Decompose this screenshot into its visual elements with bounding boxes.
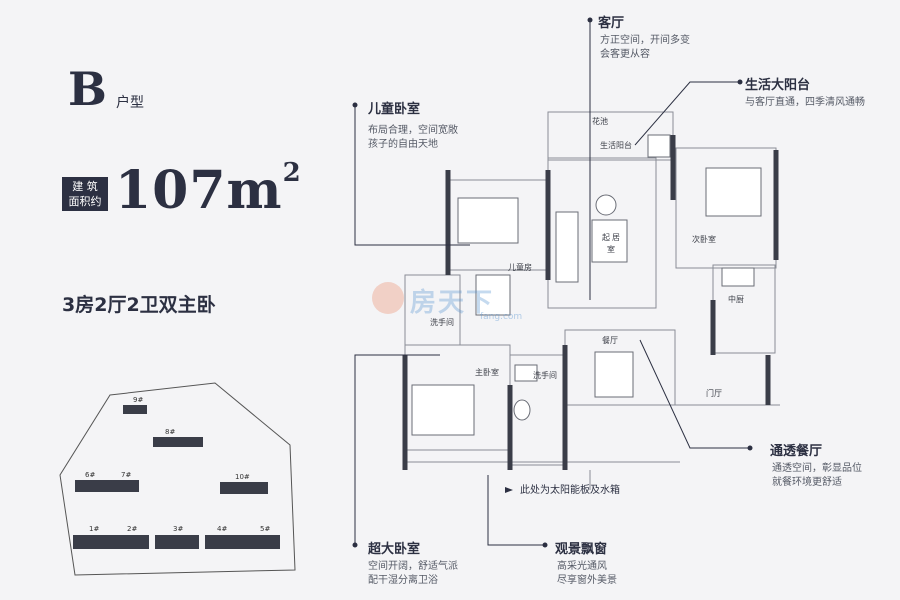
callout-balcony-desc1: 与客厅直通，四季清风通畅 [745, 97, 865, 108]
room-label-kitchen: 中厨 [728, 295, 744, 304]
bed-icon [457, 197, 519, 244]
leader-dot [747, 445, 753, 451]
building-number: 9# [133, 396, 143, 404]
building-block [117, 535, 149, 549]
room-label-entrance: 门厅 [706, 389, 722, 398]
leader-dot [352, 102, 358, 108]
building-number: 3# [173, 525, 183, 533]
building-block [123, 405, 147, 414]
callout-bay-desc1: 高采光通风 [557, 561, 607, 572]
minimap-buildings [73, 405, 280, 549]
building-number: 8# [165, 428, 175, 436]
solar-panel-note: 此处为太阳能板及水箱 [520, 485, 620, 496]
building-number: 4# [217, 525, 227, 533]
room-label-second-bedroom: 次卧室 [692, 235, 716, 244]
leader-dot [587, 17, 593, 23]
dining-leader [639, 339, 750, 449]
bed-icon [411, 384, 475, 436]
building-number: 1# [89, 525, 99, 533]
room-label-washroom-1: 洗手间 [430, 318, 454, 327]
kids-leader [354, 105, 470, 246]
master-leader [354, 354, 440, 545]
room-label-living-1: 起 [602, 233, 610, 242]
washer-icon [647, 134, 671, 158]
building-number: 2# [127, 525, 137, 533]
room-label-dining: 餐厅 [602, 336, 618, 345]
callout-dining-desc1: 通透空间，彰显品位 [772, 463, 862, 474]
callout-master-title: 超大卧室 [368, 542, 421, 557]
site-boundary [59, 382, 296, 576]
building-block [73, 535, 121, 549]
callout-kids-title: 儿童卧室 [368, 102, 421, 117]
bay-leader [487, 475, 545, 546]
leader-dot [737, 79, 743, 85]
area-number: 107m [115, 160, 283, 221]
leader-dot [542, 542, 548, 548]
stairs-icon [475, 274, 511, 316]
room-label-kids: 儿童房 [508, 263, 532, 272]
building-number: 5# [260, 525, 270, 533]
coffee-table-icon [591, 219, 628, 263]
sofa-icon [555, 211, 579, 283]
room-label-flower: 花池 [592, 117, 608, 126]
callout-living-desc2: 会客更从容 [600, 49, 650, 60]
building-number: 10# [235, 473, 250, 481]
callout-kids-desc2: 孩子的自由天地 [368, 139, 438, 150]
room-label-living-3: 室 [607, 245, 615, 254]
room-label-master: 主卧室 [475, 368, 499, 377]
building-block [220, 482, 268, 494]
unit-type-letter: B [68, 62, 107, 116]
callout-balcony-title: 生活大阳台 [745, 78, 811, 93]
building-block [250, 535, 280, 549]
sink-icon [514, 364, 538, 382]
arrow-icon [505, 487, 513, 493]
callout-dining-desc2: 就餐环境更舒适 [772, 477, 842, 488]
building-block [75, 480, 117, 492]
building-block [155, 535, 199, 549]
watermark-logo [372, 282, 404, 314]
watermark-subtext: fang.com [480, 312, 523, 322]
callout-master-desc2: 配干湿分离卫浴 [368, 575, 438, 586]
area-label-line1: 建 筑 [72, 180, 98, 193]
bed-icon [705, 167, 762, 217]
building-block [205, 535, 253, 549]
unit-type-suffix: 户型 [116, 95, 144, 111]
callout-living-title: 客厅 [598, 16, 625, 31]
callout-kids-desc1: 布局合理，空间宽敞 [368, 125, 458, 136]
area-label-box: 建 筑 面积约 [62, 177, 108, 211]
leader-dot [352, 542, 358, 548]
callout-master-desc1: 空间开阔，舒适气派 [368, 561, 458, 572]
room-label-living-2: 居 [612, 233, 620, 242]
toilet-icon [513, 399, 531, 421]
stove-icon [721, 267, 755, 287]
area-value: 107m2 [115, 158, 302, 221]
building-block [153, 437, 203, 447]
building-number: 7# [121, 471, 131, 479]
dining-table-icon [594, 351, 634, 398]
callout-bay-title: 观景飘窗 [555, 542, 608, 557]
watermark-text: 房天下 [410, 288, 495, 318]
building-number: 6# [85, 471, 95, 479]
chair-icon [595, 194, 617, 216]
callout-living-desc1: 方正空间，开间多变 [600, 35, 690, 46]
room-label-washroom-2: 洗手间 [533, 371, 557, 380]
site-minimap: 9# 8# 6# 7# 10# 1# 2# 3# 4# 5# [59, 382, 296, 576]
area-label-line2: 面积约 [68, 195, 102, 208]
balcony-leader [634, 81, 740, 146]
area-superscript: 2 [282, 158, 302, 188]
layout-description: 3房2厅2卫双主卧 [62, 294, 216, 316]
callout-dining-title: 通透餐厅 [770, 444, 823, 459]
building-block [113, 480, 139, 492]
room-label-life-balcony: 生活阳台 [600, 141, 632, 150]
callout-bay-desc2: 尽享窗外美景 [557, 575, 617, 586]
